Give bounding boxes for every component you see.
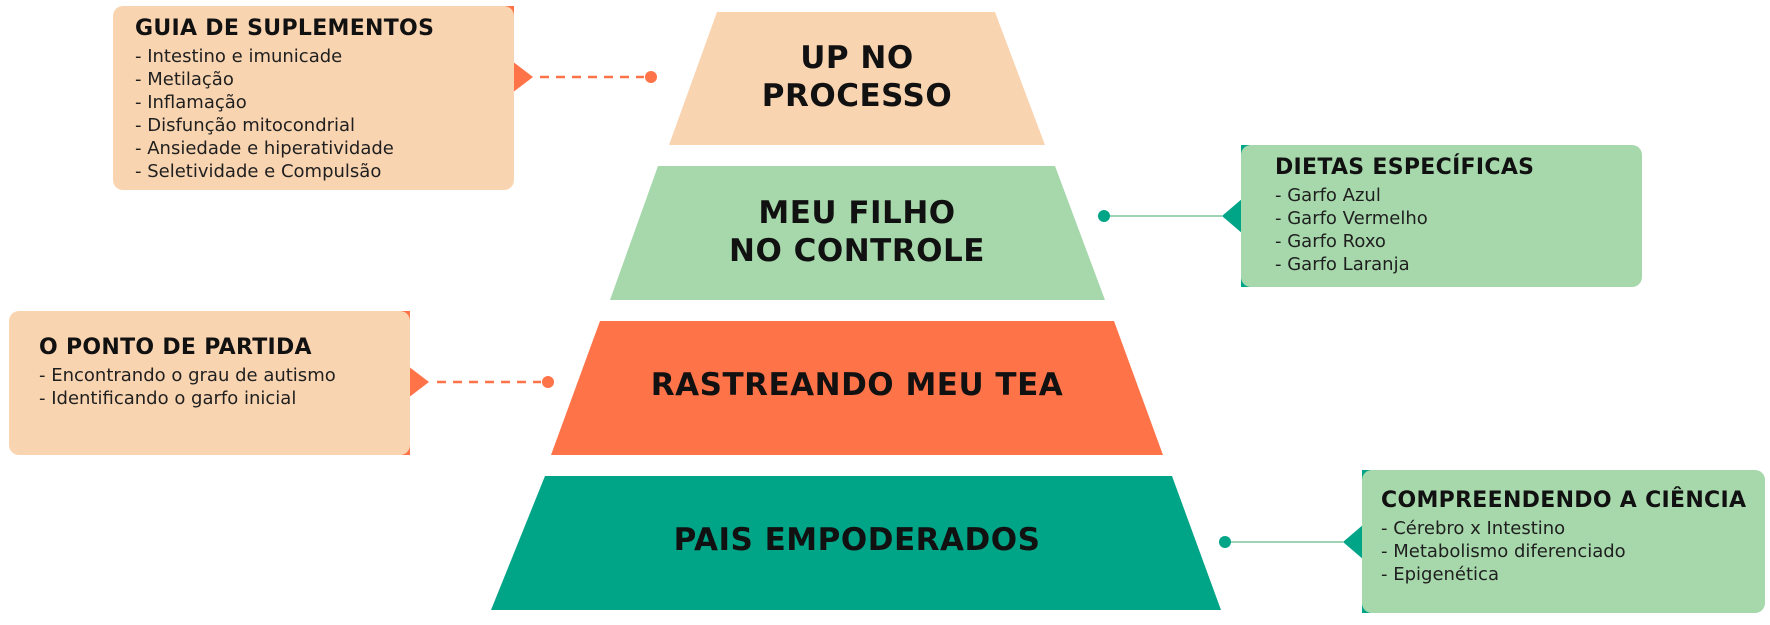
list-item: - Garfo Vermelho bbox=[1275, 208, 1428, 229]
pyramid-tier-1 bbox=[669, 12, 1045, 145]
list-item: - Cérebro x Intestino bbox=[1381, 518, 1566, 539]
callout-compreendendo-ciencia-list: - Cérebro x Intestino - Metabolismo dife… bbox=[1381, 517, 1755, 586]
tier-2-label-line-2: NO CONTROLE bbox=[729, 233, 985, 269]
connector-ciencia bbox=[1219, 470, 1371, 613]
callout-dietas-especificas-title: DIETAS ESPECÍFICAS bbox=[1275, 155, 1535, 180]
tier-1-label-line-2: PROCESSO bbox=[761, 78, 953, 114]
callout-guia-suplementos: GUIA DE SUPLEMENTOS - Intestino e imunic… bbox=[113, 6, 514, 190]
list-item: - Garfo Laranja bbox=[1275, 254, 1410, 275]
tier-3-label-line-1: RASTREANDO MEU TEA bbox=[650, 367, 1064, 403]
list-item: - Garfo Roxo bbox=[1275, 231, 1386, 252]
tier-2-label: MEU FILHO NO CONTROLE bbox=[607, 194, 1107, 270]
callout-dietas-especificas: DIETAS ESPECÍFICAS - Garfo Azul - Garfo … bbox=[1241, 145, 1642, 287]
connector-suplementos bbox=[505, 6, 657, 149]
callout-ponto-de-partida-title: O PONTO DE PARTIDA bbox=[39, 335, 312, 360]
pyramid-tier-3 bbox=[551, 321, 1163, 455]
callout-guia-suplementos-list: - Intestino e imunicade - Metilação - In… bbox=[135, 45, 500, 183]
list-item: - Identificando o garfo inicial bbox=[39, 388, 297, 409]
callout-ponto-de-partida: O PONTO DE PARTIDA - Encontrando o grau … bbox=[9, 311, 410, 455]
list-item: - Metabolismo diferenciado bbox=[1381, 541, 1626, 562]
tier-2-label-line-1: MEU FILHO bbox=[758, 195, 956, 231]
list-item: - Garfo Azul bbox=[1275, 185, 1381, 206]
connector-partida bbox=[401, 311, 554, 455]
pyramid-tier-4 bbox=[491, 476, 1221, 610]
connector-dietas bbox=[1098, 145, 1250, 287]
list-item: - Disfunção mitocondrial bbox=[135, 115, 356, 136]
list-item: - Seletividade e Compulsão bbox=[135, 161, 382, 182]
callout-ponto-de-partida-list: - Encontrando o grau de autismo - Identi… bbox=[39, 364, 396, 410]
list-item: - Metilação bbox=[135, 69, 234, 90]
callout-compreendendo-ciencia: COMPREENDENDO A CIÊNCIA - Cérebro x Inte… bbox=[1362, 470, 1765, 613]
list-item: - Ansiedade e hiperatividade bbox=[135, 138, 394, 159]
callout-dietas-especificas-list: - Garfo Azul - Garfo Vermelho - Garfo Ro… bbox=[1275, 184, 1628, 276]
list-item: - Inflamação bbox=[135, 92, 247, 113]
callout-compreendendo-ciencia-title: COMPREENDENDO A CIÊNCIA bbox=[1381, 488, 1747, 513]
tier-4-label-line-1: PAIS EMPODERADOS bbox=[673, 522, 1041, 558]
tier-3-label: RASTREANDO MEU TEA bbox=[557, 366, 1157, 404]
callout-guia-suplementos-title: GUIA DE SUPLEMENTOS bbox=[135, 16, 435, 41]
pyramid-tier-2 bbox=[610, 166, 1105, 300]
list-item: - Epigenética bbox=[1381, 564, 1499, 585]
tier-1-label-line-1: UP NO bbox=[800, 40, 914, 76]
list-item: - Intestino e imunicade bbox=[135, 46, 343, 67]
tier-1-label: UP NO PROCESSO bbox=[657, 39, 1057, 115]
tier-4-label: PAIS EMPODERADOS bbox=[557, 521, 1157, 559]
list-item: - Encontrando o grau de autismo bbox=[39, 365, 336, 386]
